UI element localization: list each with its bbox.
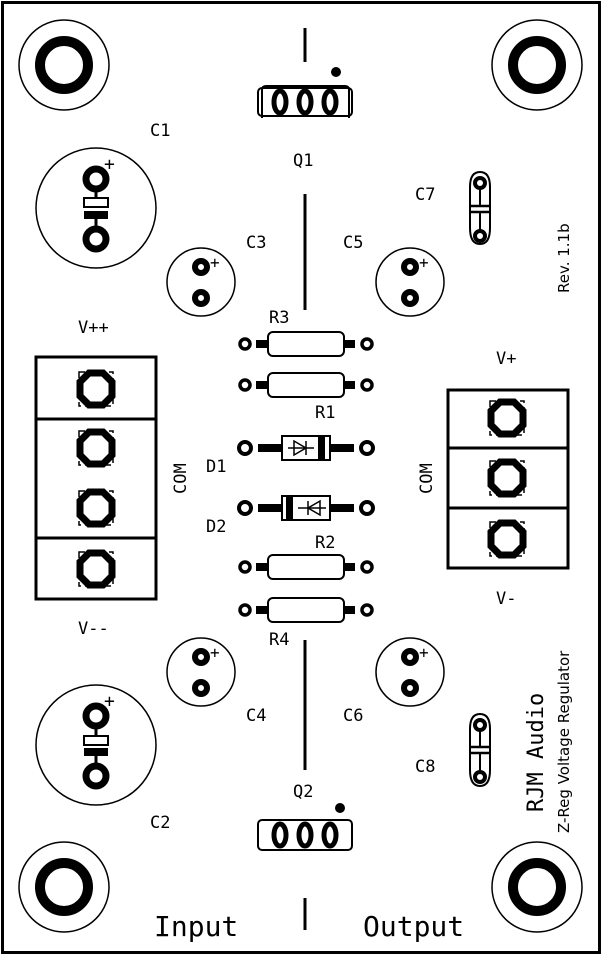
- c4-label: C4: [246, 706, 266, 726]
- c1-polarity: +: [104, 154, 115, 175]
- input-vmm-label: V--: [78, 619, 109, 639]
- c2-capacitor: +: [35, 684, 157, 806]
- c1-label: C1: [150, 121, 170, 141]
- output-terminal-pads: [487, 398, 527, 559]
- r3-resistor: [238, 331, 374, 357]
- c7-capacitor: [469, 170, 491, 246]
- r1-resistor: [238, 372, 374, 398]
- r3-label: R3: [269, 308, 289, 328]
- mounting-hole-top-left: [18, 19, 110, 111]
- c3-capacitor: +: [166, 247, 236, 317]
- r1-label: R1: [315, 403, 335, 423]
- c5-polarity: +: [419, 253, 429, 272]
- c1-capacitor: +: [35, 147, 157, 269]
- q1-label: Q1: [293, 151, 313, 171]
- output-com-label: COM: [417, 463, 437, 494]
- c4-polarity: +: [210, 643, 220, 662]
- product-label: Z-Reg Voltage Regulator: [555, 650, 573, 833]
- c8-label: C8: [415, 757, 435, 777]
- c6-label: C6: [343, 706, 363, 726]
- revision-label: Rev. 1.1b: [555, 223, 573, 293]
- c6-capacitor: +: [375, 637, 445, 707]
- input-label: Input: [154, 910, 238, 943]
- q1-transistor: [257, 67, 353, 118]
- output-vm-label: V-: [496, 589, 516, 609]
- input-com-label: COM: [171, 463, 191, 494]
- c4-capacitor: +: [166, 637, 236, 707]
- q2-label: Q2: [293, 782, 313, 802]
- mounting-hole-bottom-right: [491, 841, 583, 933]
- brand-label: RJM Audio: [524, 693, 549, 812]
- r2-resistor: [238, 554, 374, 580]
- c6-polarity: +: [419, 643, 429, 662]
- output-vp-label: V+: [496, 349, 516, 369]
- output-terminal-block: [446, 388, 570, 570]
- r2-label: R2: [315, 533, 335, 553]
- c2-polarity: +: [104, 691, 115, 712]
- d1-diode: [237, 435, 375, 461]
- r4-resistor: [238, 597, 374, 623]
- mounting-hole-top-right: [491, 19, 583, 111]
- q2-transistor: [257, 803, 353, 851]
- output-label: Output: [363, 910, 464, 943]
- c8-capacitor: [469, 712, 491, 788]
- input-vpp-label: V++: [78, 318, 109, 338]
- c2-label: C2: [150, 813, 170, 833]
- d1-label: D1: [206, 457, 226, 477]
- mounting-hole-bottom-left: [18, 841, 110, 933]
- d2-label: D2: [206, 517, 226, 537]
- input-terminal-pads: [76, 369, 116, 589]
- input-terminal-block: [34, 355, 158, 601]
- c7-label: C7: [415, 185, 435, 205]
- r4-label: R4: [269, 630, 289, 650]
- c3-polarity: +: [210, 253, 220, 272]
- c5-capacitor: +: [375, 247, 445, 317]
- c3-label: C3: [246, 233, 266, 253]
- c5-label: C5: [343, 233, 363, 253]
- d2-diode: [237, 495, 375, 521]
